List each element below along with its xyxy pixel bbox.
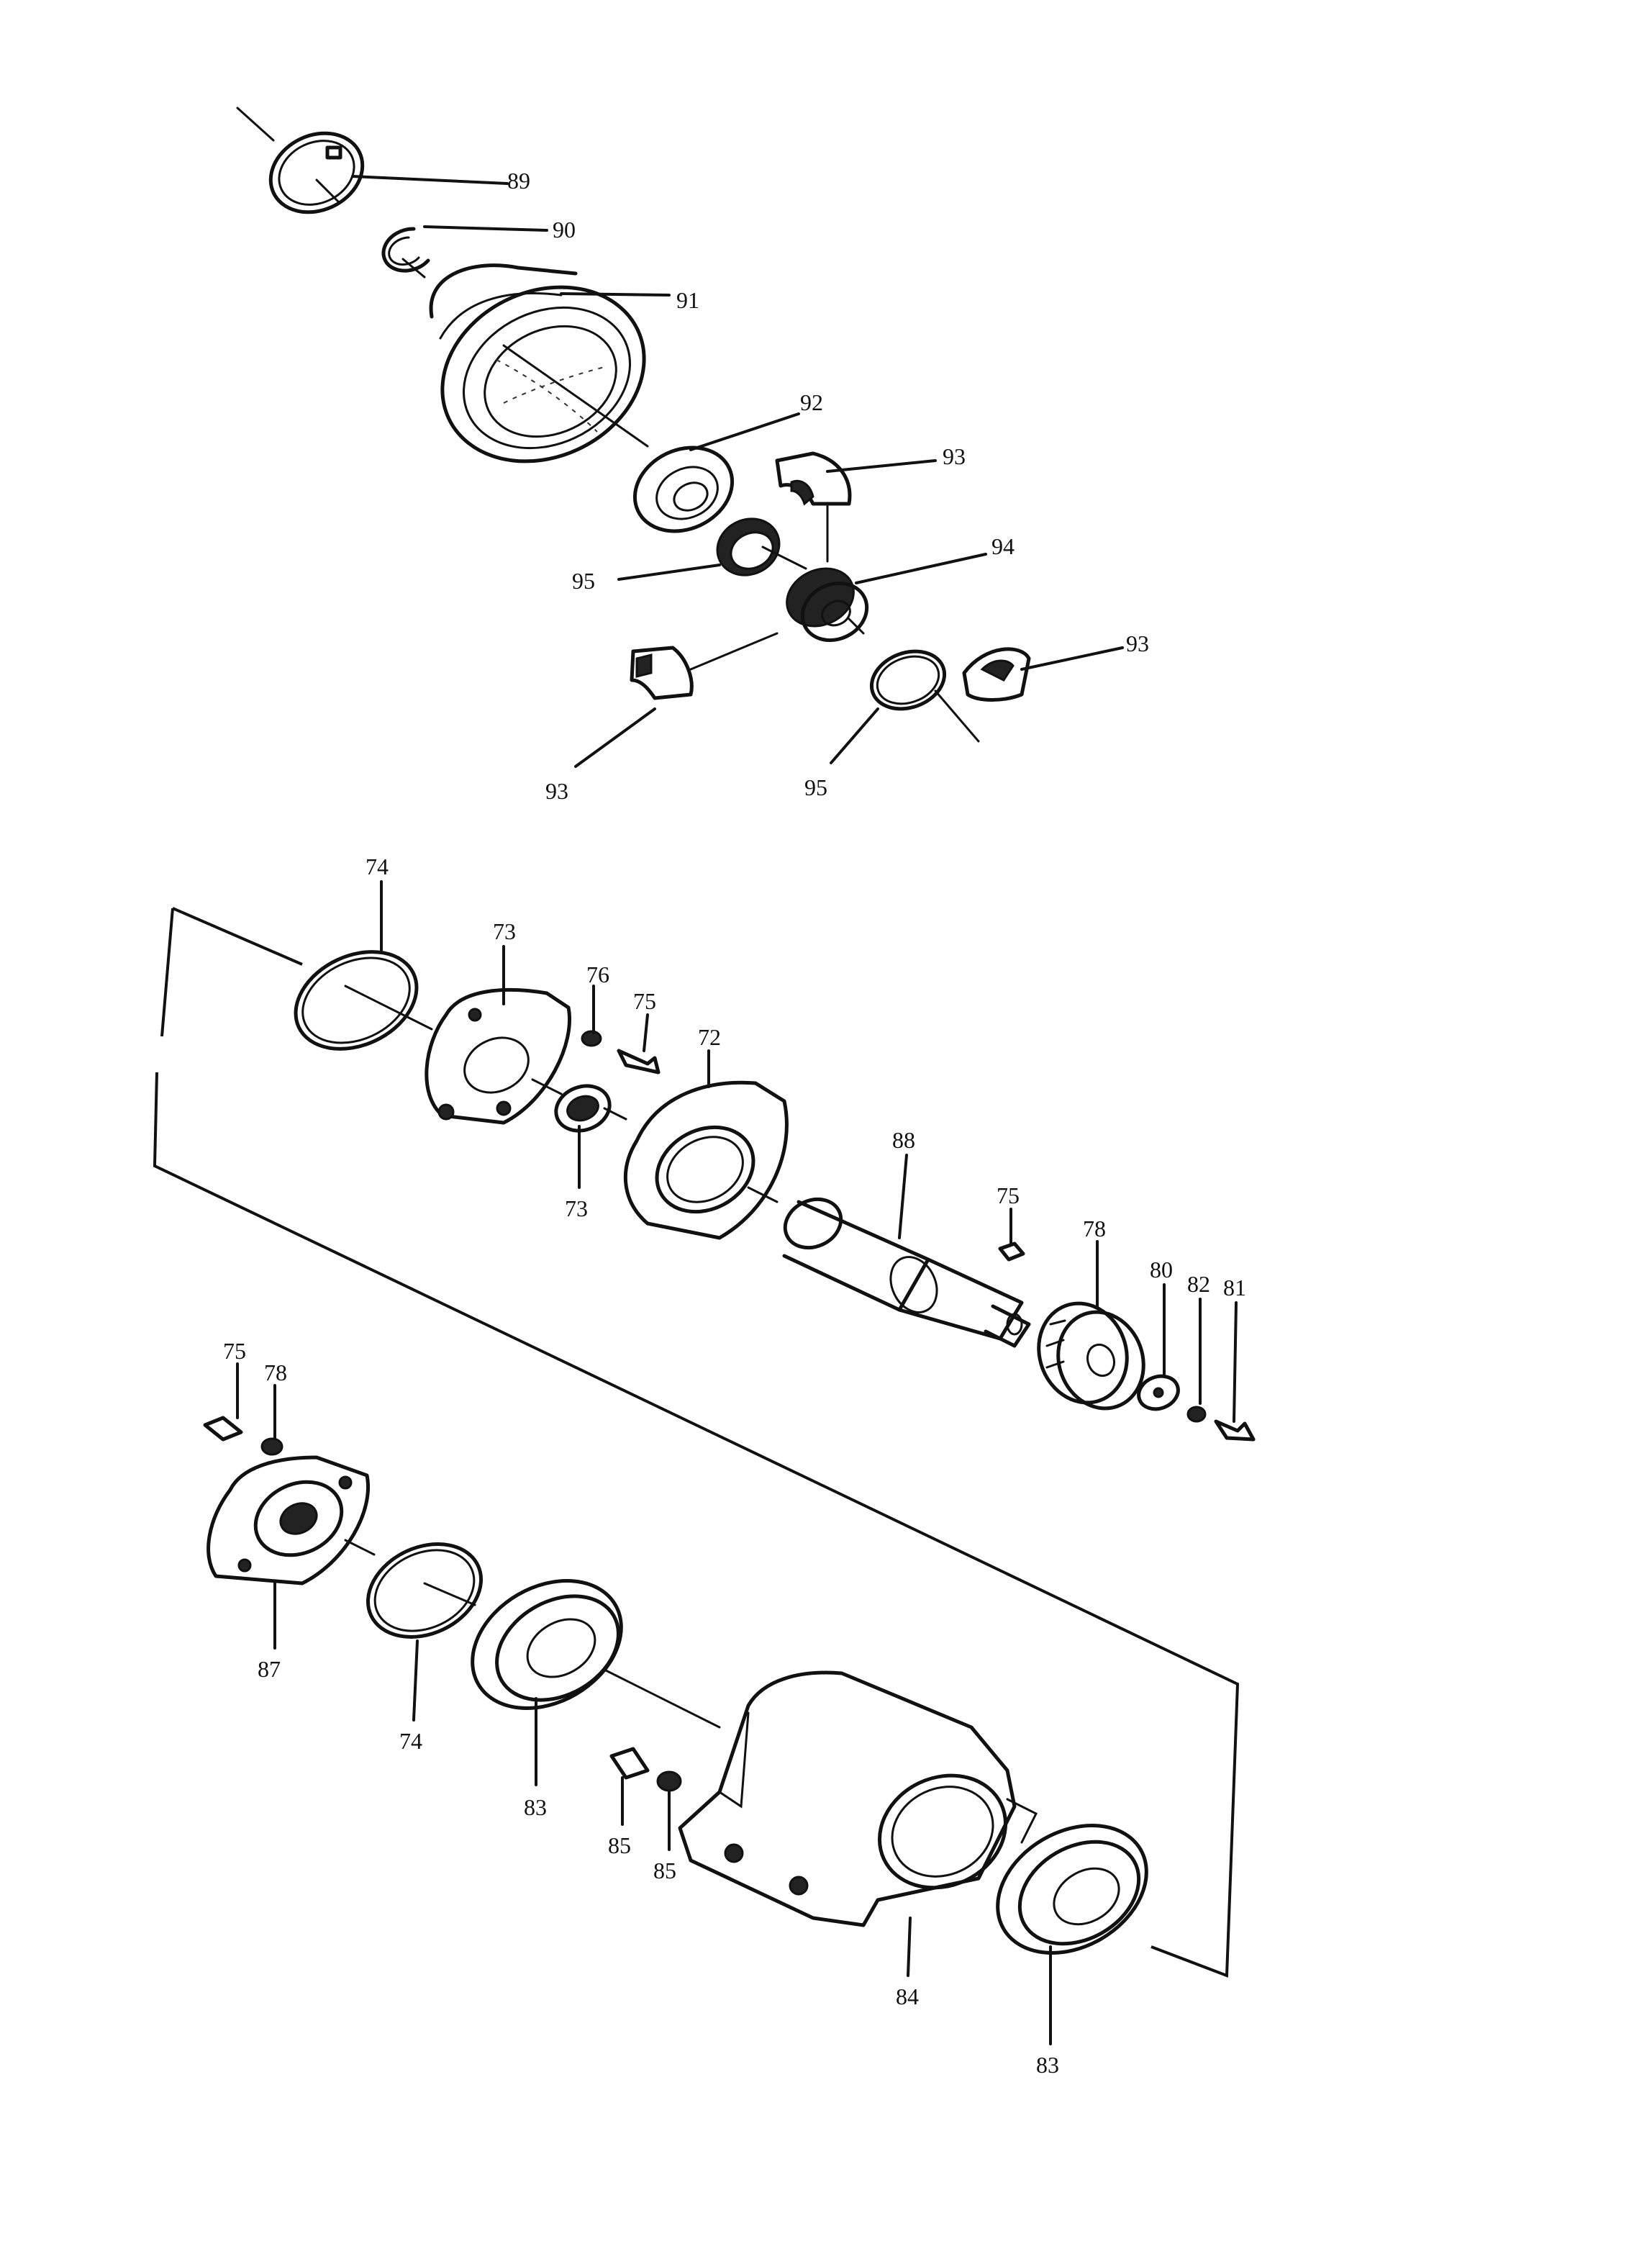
part-93-bracket-top bbox=[775, 451, 852, 563]
callout-83-left: 83 bbox=[524, 1794, 547, 1820]
part-83-bearing-left bbox=[471, 1579, 721, 1729]
callout-78-pulley: 78 bbox=[1083, 1216, 1106, 1241]
part-90-clip bbox=[381, 227, 430, 273]
callout-91: 91 bbox=[676, 287, 699, 313]
part-75-key bbox=[998, 1241, 1025, 1262]
callout-93-right: 93 bbox=[1126, 630, 1149, 656]
part-74-o-ring-lower bbox=[366, 1542, 484, 1639]
part-92-bearing bbox=[632, 445, 735, 533]
callout-92: 92 bbox=[800, 389, 823, 415]
part-88-shaft bbox=[782, 1197, 1031, 1348]
callout-75-upper: 75 bbox=[633, 988, 656, 1014]
callout-72: 72 bbox=[698, 1024, 721, 1050]
callout-87: 87 bbox=[258, 1656, 281, 1682]
part-72-bearing-housing bbox=[623, 1080, 789, 1240]
part-85-bolt bbox=[609, 1747, 650, 1780]
callout-82: 82 bbox=[1187, 1271, 1210, 1297]
part-87-end-cover bbox=[206, 1455, 376, 1585]
part-89-snap-ring bbox=[268, 131, 365, 214]
callout-85-washer: 85 bbox=[653, 1858, 676, 1883]
callout-93-top: 93 bbox=[943, 443, 966, 469]
part-78-washer-left bbox=[260, 1437, 283, 1456]
part-81-bolt bbox=[1214, 1419, 1256, 1442]
callout-84: 84 bbox=[896, 1983, 919, 2009]
callout-95-lower: 95 bbox=[804, 774, 827, 800]
callout-83-right: 83 bbox=[1036, 2052, 1059, 2078]
callout-81: 81 bbox=[1223, 1275, 1246, 1300]
part-76-washer bbox=[581, 1030, 602, 1047]
part-73-flange-cover bbox=[425, 987, 571, 1125]
callout-75-key: 75 bbox=[997, 1182, 1020, 1208]
callout-93-left: 93 bbox=[545, 778, 568, 804]
callout-74-upper: 74 bbox=[366, 854, 389, 879]
callout-95-upper: 95 bbox=[572, 568, 595, 594]
callout-85-bolt: 85 bbox=[608, 1832, 631, 1858]
part-75-bolt-left bbox=[203, 1416, 243, 1442]
part-85-washer bbox=[656, 1770, 682, 1792]
callout-80: 80 bbox=[1150, 1257, 1173, 1282]
part-95-ring-lower bbox=[869, 649, 947, 711]
callout-73-flange: 73 bbox=[493, 918, 516, 944]
callout-78-left: 78 bbox=[264, 1360, 287, 1385]
callout-73-seal: 73 bbox=[565, 1195, 588, 1221]
callout-74-lower: 74 bbox=[399, 1728, 422, 1754]
part-95-ring-upper bbox=[716, 517, 807, 576]
top-assembly bbox=[236, 107, 1124, 768]
callout-90: 90 bbox=[553, 217, 576, 243]
part-73-seal bbox=[554, 1084, 627, 1133]
callout-75-left: 75 bbox=[223, 1338, 246, 1364]
callout-76: 76 bbox=[586, 962, 609, 987]
part-93-bracket-right bbox=[962, 647, 1031, 702]
bottom-assembly bbox=[153, 880, 1256, 2045]
part-74-o-ring-upper bbox=[294, 950, 433, 1051]
part-94-spider bbox=[786, 567, 869, 643]
part-80-washer bbox=[1137, 1374, 1180, 1411]
part-93-bracket-left bbox=[630, 632, 779, 700]
callout-88: 88 bbox=[892, 1127, 915, 1153]
callout-89: 89 bbox=[507, 168, 530, 194]
assembly-frame bbox=[153, 907, 1240, 1978]
part-91-drum bbox=[429, 263, 646, 463]
callout-94: 94 bbox=[991, 533, 1015, 559]
part-75-bolt-upper bbox=[617, 1049, 661, 1075]
part-83-bearing-right bbox=[996, 1824, 1148, 1955]
part-84-main-housing bbox=[678, 1670, 1038, 1927]
part-82-lock-washer bbox=[1186, 1406, 1207, 1423]
part-78-pulley bbox=[1037, 1301, 1145, 1411]
